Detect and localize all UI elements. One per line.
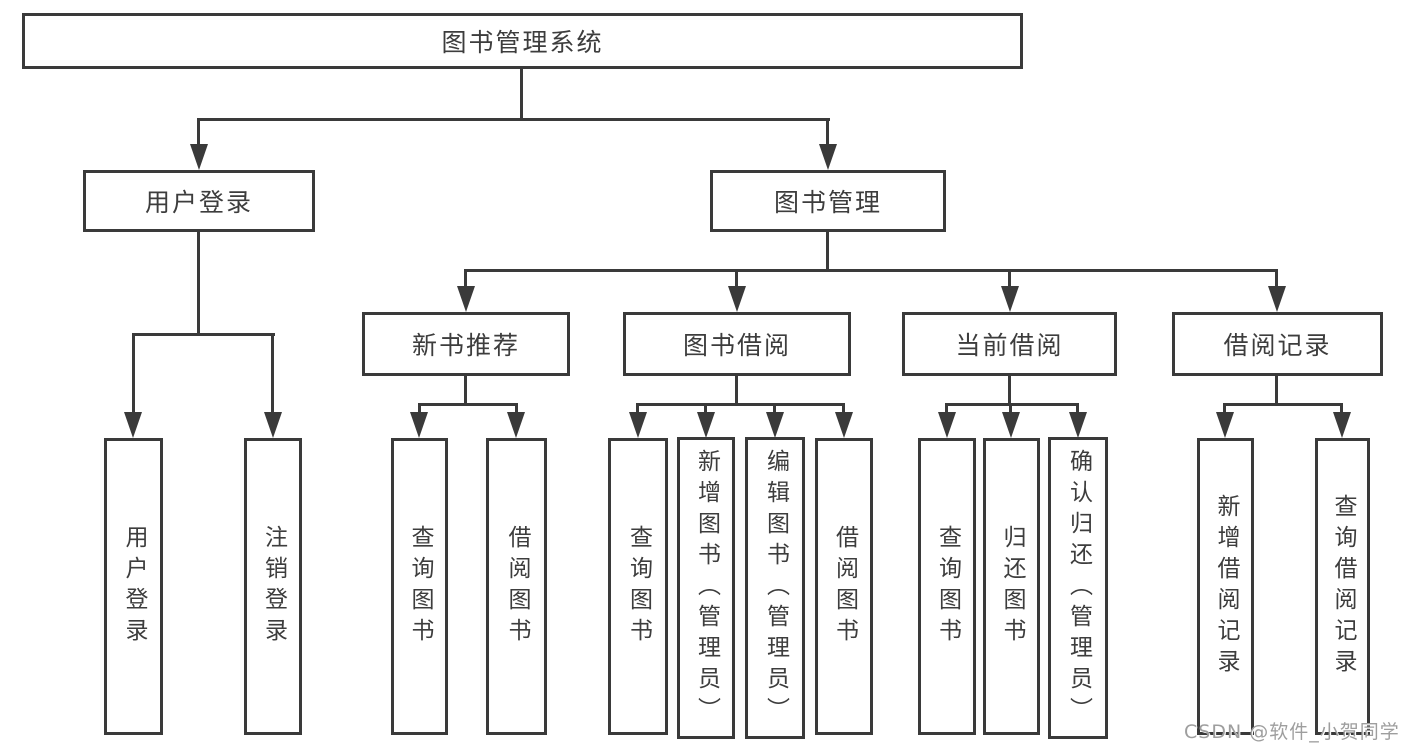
node-leaf-borrow-books-recommend: 借阅图书 xyxy=(486,438,547,735)
arrowhead-current-1 xyxy=(938,412,956,438)
node-user-login: 用户登录 xyxy=(83,170,315,232)
connector-current-drop-1 xyxy=(945,403,948,414)
connector-records-drop-1 xyxy=(1223,403,1226,414)
node-leaf-return-books: 归还图书 xyxy=(983,438,1040,735)
node-book-management: 图书管理 xyxy=(710,170,946,232)
connector-current-rail xyxy=(945,403,1079,406)
connector-borrowing-drop-4 xyxy=(842,403,845,414)
connector-current-drop-3 xyxy=(1076,403,1079,414)
watermark: CSDN @软件_小贺同学 xyxy=(1184,721,1400,743)
arrowhead-borrowing-2 xyxy=(697,412,715,438)
arrowhead-current-2 xyxy=(1002,412,1020,438)
connector-borrowing-rail xyxy=(636,403,845,406)
arrowhead-borrowing-4 xyxy=(835,412,853,438)
node-leaf-query-books-current: 查询图书 xyxy=(918,438,976,735)
connector-newrec-drop-1 xyxy=(418,403,421,414)
connector-bookmgmt-drop-4 xyxy=(1275,269,1278,288)
arrowhead-records-1 xyxy=(1216,412,1234,438)
arrowhead-to-leaf-logout xyxy=(264,412,282,438)
node-book-borrowing: 图书借阅 xyxy=(623,312,851,376)
connector-borrowing-stem xyxy=(735,376,738,405)
node-leaf-query-books-recommend: 查询图书 xyxy=(391,438,448,735)
arrowhead-to-user-login xyxy=(190,144,208,170)
connector-userlogin-drop-2 xyxy=(271,333,274,414)
connector-bookmgmt-drop-2 xyxy=(735,269,738,288)
connector-root-drop-right xyxy=(826,118,829,146)
connector-userlogin-drop-1 xyxy=(132,333,135,414)
node-leaf-add-borrow-record: 新增借阅记录 xyxy=(1197,438,1254,735)
connector-newrec-stem xyxy=(464,376,467,405)
arrowhead-borrowing-3 xyxy=(766,412,784,438)
arrowhead-to-borrow-records xyxy=(1268,286,1286,312)
arrowhead-to-new-book-recommend xyxy=(457,286,475,312)
connector-borrowing-drop-2 xyxy=(704,403,707,414)
connector-newrec-drop-2 xyxy=(515,403,518,414)
connector-records-drop-2 xyxy=(1340,403,1343,414)
arrowhead-borrowing-1 xyxy=(629,412,647,438)
node-leaf-confirm-return-admin: 确认归还（管理员） xyxy=(1048,437,1108,739)
connector-records-rail xyxy=(1223,403,1343,406)
connector-userlogin-rail xyxy=(132,333,275,336)
node-leaf-add-books-admin: 新增图书（管理员） xyxy=(677,437,735,739)
arrowhead-newrec-2 xyxy=(507,412,525,438)
node-new-book-recommend: 新书推荐 xyxy=(362,312,570,376)
connector-borrowing-drop-1 xyxy=(636,403,639,414)
node-leaf-edit-books-admin: 编辑图书（管理员） xyxy=(745,437,805,739)
connector-root-rail xyxy=(197,118,830,121)
node-leaf-borrow-books-borrowing: 借阅图书 xyxy=(815,438,873,735)
connector-current-stem xyxy=(1008,376,1011,405)
connector-borrowing-drop-3 xyxy=(773,403,776,414)
node-current-borrowing: 当前借阅 xyxy=(902,312,1117,376)
connector-records-stem xyxy=(1275,376,1278,405)
connector-bookmgmt-stem xyxy=(826,232,829,271)
node-leaf-query-books-borrowing: 查询图书 xyxy=(608,438,668,735)
arrowhead-to-book-borrowing xyxy=(728,286,746,312)
arrowhead-to-leaf-user-login xyxy=(124,412,142,438)
arrowhead-to-book-management xyxy=(819,144,837,170)
node-root-library-system: 图书管理系统 xyxy=(22,13,1023,69)
arrowhead-current-3 xyxy=(1069,412,1087,438)
connector-bookmgmt-drop-1 xyxy=(464,269,467,288)
arrowhead-to-current-borrowing xyxy=(1001,286,1019,312)
node-leaf-logout: 注销登录 xyxy=(244,438,302,735)
node-borrow-records: 借阅记录 xyxy=(1172,312,1383,376)
connector-root-drop-left xyxy=(197,118,200,146)
connector-userlogin-stem xyxy=(197,232,200,336)
node-leaf-user-login: 用户登录 xyxy=(104,438,163,735)
connector-bookmgmt-rail xyxy=(464,269,1278,272)
node-leaf-query-borrow-record: 查询借阅记录 xyxy=(1315,438,1370,735)
connector-current-drop-2 xyxy=(1009,403,1012,414)
connector-newrec-rail xyxy=(418,403,518,406)
arrowhead-newrec-1 xyxy=(410,412,428,438)
arrowhead-records-2 xyxy=(1333,412,1351,438)
connector-root-stem xyxy=(520,69,523,120)
connector-bookmgmt-drop-3 xyxy=(1008,269,1011,288)
